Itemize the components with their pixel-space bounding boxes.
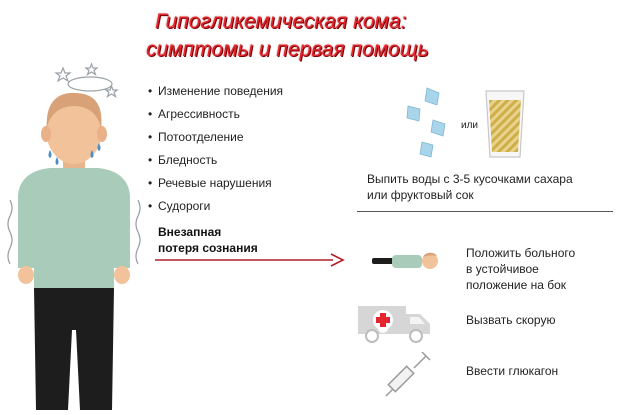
loss-line1: Внезапная bbox=[158, 225, 222, 239]
ambulance-instruction: Вызвать скорую bbox=[466, 313, 556, 327]
symptom-item: Потоотделение bbox=[148, 126, 283, 149]
position-instruction: Положить больного в устойчивое положение… bbox=[466, 245, 575, 293]
sweat-drops-icon bbox=[48, 143, 101, 165]
syringe-icon bbox=[385, 352, 431, 397]
symptom-item: Бледность bbox=[148, 149, 283, 172]
shaking-lines-icon bbox=[7, 199, 141, 265]
page-title-line2: симптомы и первая помощь bbox=[146, 38, 429, 61]
position-line2: в устойчивое bbox=[466, 262, 539, 276]
lying-person-icon bbox=[372, 252, 438, 269]
symptom-item: Агрессивность bbox=[148, 103, 283, 126]
juice-glass-icon bbox=[485, 90, 525, 158]
sugar-cubes-icon bbox=[406, 87, 446, 158]
or-label: или bbox=[461, 120, 479, 131]
drink-line1: Выпить воды с 3-5 кусочками сахара bbox=[367, 172, 573, 186]
symptom-item: Судороги bbox=[148, 195, 283, 218]
arrow-icon bbox=[155, 253, 345, 267]
loss-line2: потеря сознания bbox=[158, 241, 258, 255]
drink-instruction: Выпить воды с 3-5 кусочками сахара или ф… bbox=[367, 171, 573, 203]
drink-line2: или фруктовый сок bbox=[367, 188, 474, 202]
divider bbox=[357, 211, 613, 212]
position-line3: положение на бок bbox=[466, 278, 567, 292]
ambulance-icon bbox=[358, 306, 430, 343]
person-illustration bbox=[7, 62, 141, 410]
symptoms-list: Изменение поведения Агрессивность Потоот… bbox=[148, 80, 283, 218]
symptom-item: Речевые нарушения bbox=[148, 172, 283, 195]
page-title-line1: Гипогликемическая кома: bbox=[155, 10, 407, 33]
glucagon-instruction: Ввести глюкагон bbox=[466, 364, 559, 378]
symptom-item: Изменение поведения bbox=[148, 80, 283, 103]
position-line1: Положить больного bbox=[466, 246, 576, 260]
loss-of-consciousness-label: Внезапная потеря сознания bbox=[158, 224, 258, 256]
